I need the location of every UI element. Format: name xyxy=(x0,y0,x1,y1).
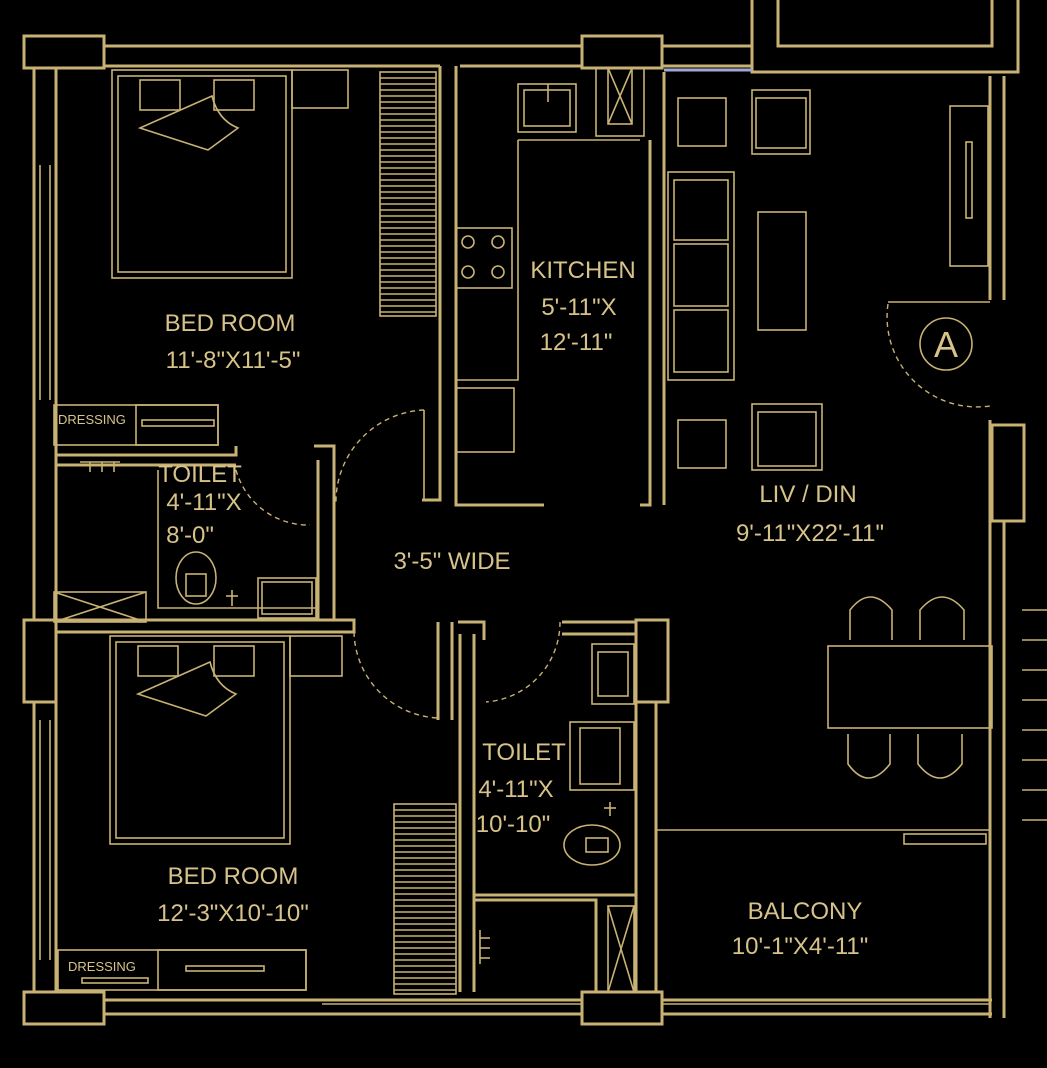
bedroom-2-name: BED ROOM xyxy=(168,863,299,890)
dressing-unit-1 xyxy=(53,404,219,446)
wardrobe-stripes-2 xyxy=(393,803,457,995)
living-size: 9'-11"X22'-11" xyxy=(736,520,884,547)
passage-width: 3'-5" WIDE xyxy=(393,548,510,575)
toilet-1-size-line2: 8'-0" xyxy=(166,522,214,549)
bedroom-1-size: 11'-8"X11'-5" xyxy=(166,347,301,374)
entrance-mark xyxy=(919,317,973,371)
toilet-1-name: TOILET xyxy=(158,461,242,488)
toilet-2-size-line2: 10'-10" xyxy=(476,811,550,838)
kitchen-name: KITCHEN xyxy=(530,257,635,284)
balcony-name: BALCONY xyxy=(748,898,863,925)
dressing-unit-2 xyxy=(57,949,307,991)
dressing-label-2: DRESSING xyxy=(68,959,136,974)
bedroom-1-name: BED ROOM xyxy=(165,310,296,337)
kitchen-size-line2: 12'-11" xyxy=(540,329,613,356)
interior-walls xyxy=(56,66,666,992)
dressing-label-1: DRESSING xyxy=(58,412,126,427)
bed-1 xyxy=(111,69,349,279)
balcony-size: 10'-1"X4'-11" xyxy=(732,933,869,960)
dining-set xyxy=(827,596,993,779)
shower-icon xyxy=(80,461,120,472)
doors xyxy=(235,301,991,719)
toilet-1-size-line1: 4'-11"X xyxy=(166,489,241,516)
toilet-2-name: TOILET xyxy=(482,739,566,766)
toilet-2-fixtures xyxy=(479,643,635,993)
kitchen-size-line1: 5'-11"X xyxy=(541,294,616,321)
bed-2 xyxy=(109,635,343,845)
windows xyxy=(39,165,990,1005)
wardrobe-stripes-1 xyxy=(379,71,437,317)
entrance-mark-letter: A xyxy=(934,324,958,365)
bedroom-2-size: 12'-3"X10'-10" xyxy=(157,900,309,927)
living-name: LIV / DIN xyxy=(759,481,856,508)
living-furniture xyxy=(667,89,989,471)
outer-walls xyxy=(22,0,1026,1026)
kitchen-fixtures xyxy=(455,67,645,453)
balcony-edge xyxy=(656,609,1047,845)
toilet-2-size-line1: 4'-11"X xyxy=(478,776,553,803)
toilet-1-fixtures xyxy=(53,461,318,623)
shower-icon xyxy=(479,930,490,964)
